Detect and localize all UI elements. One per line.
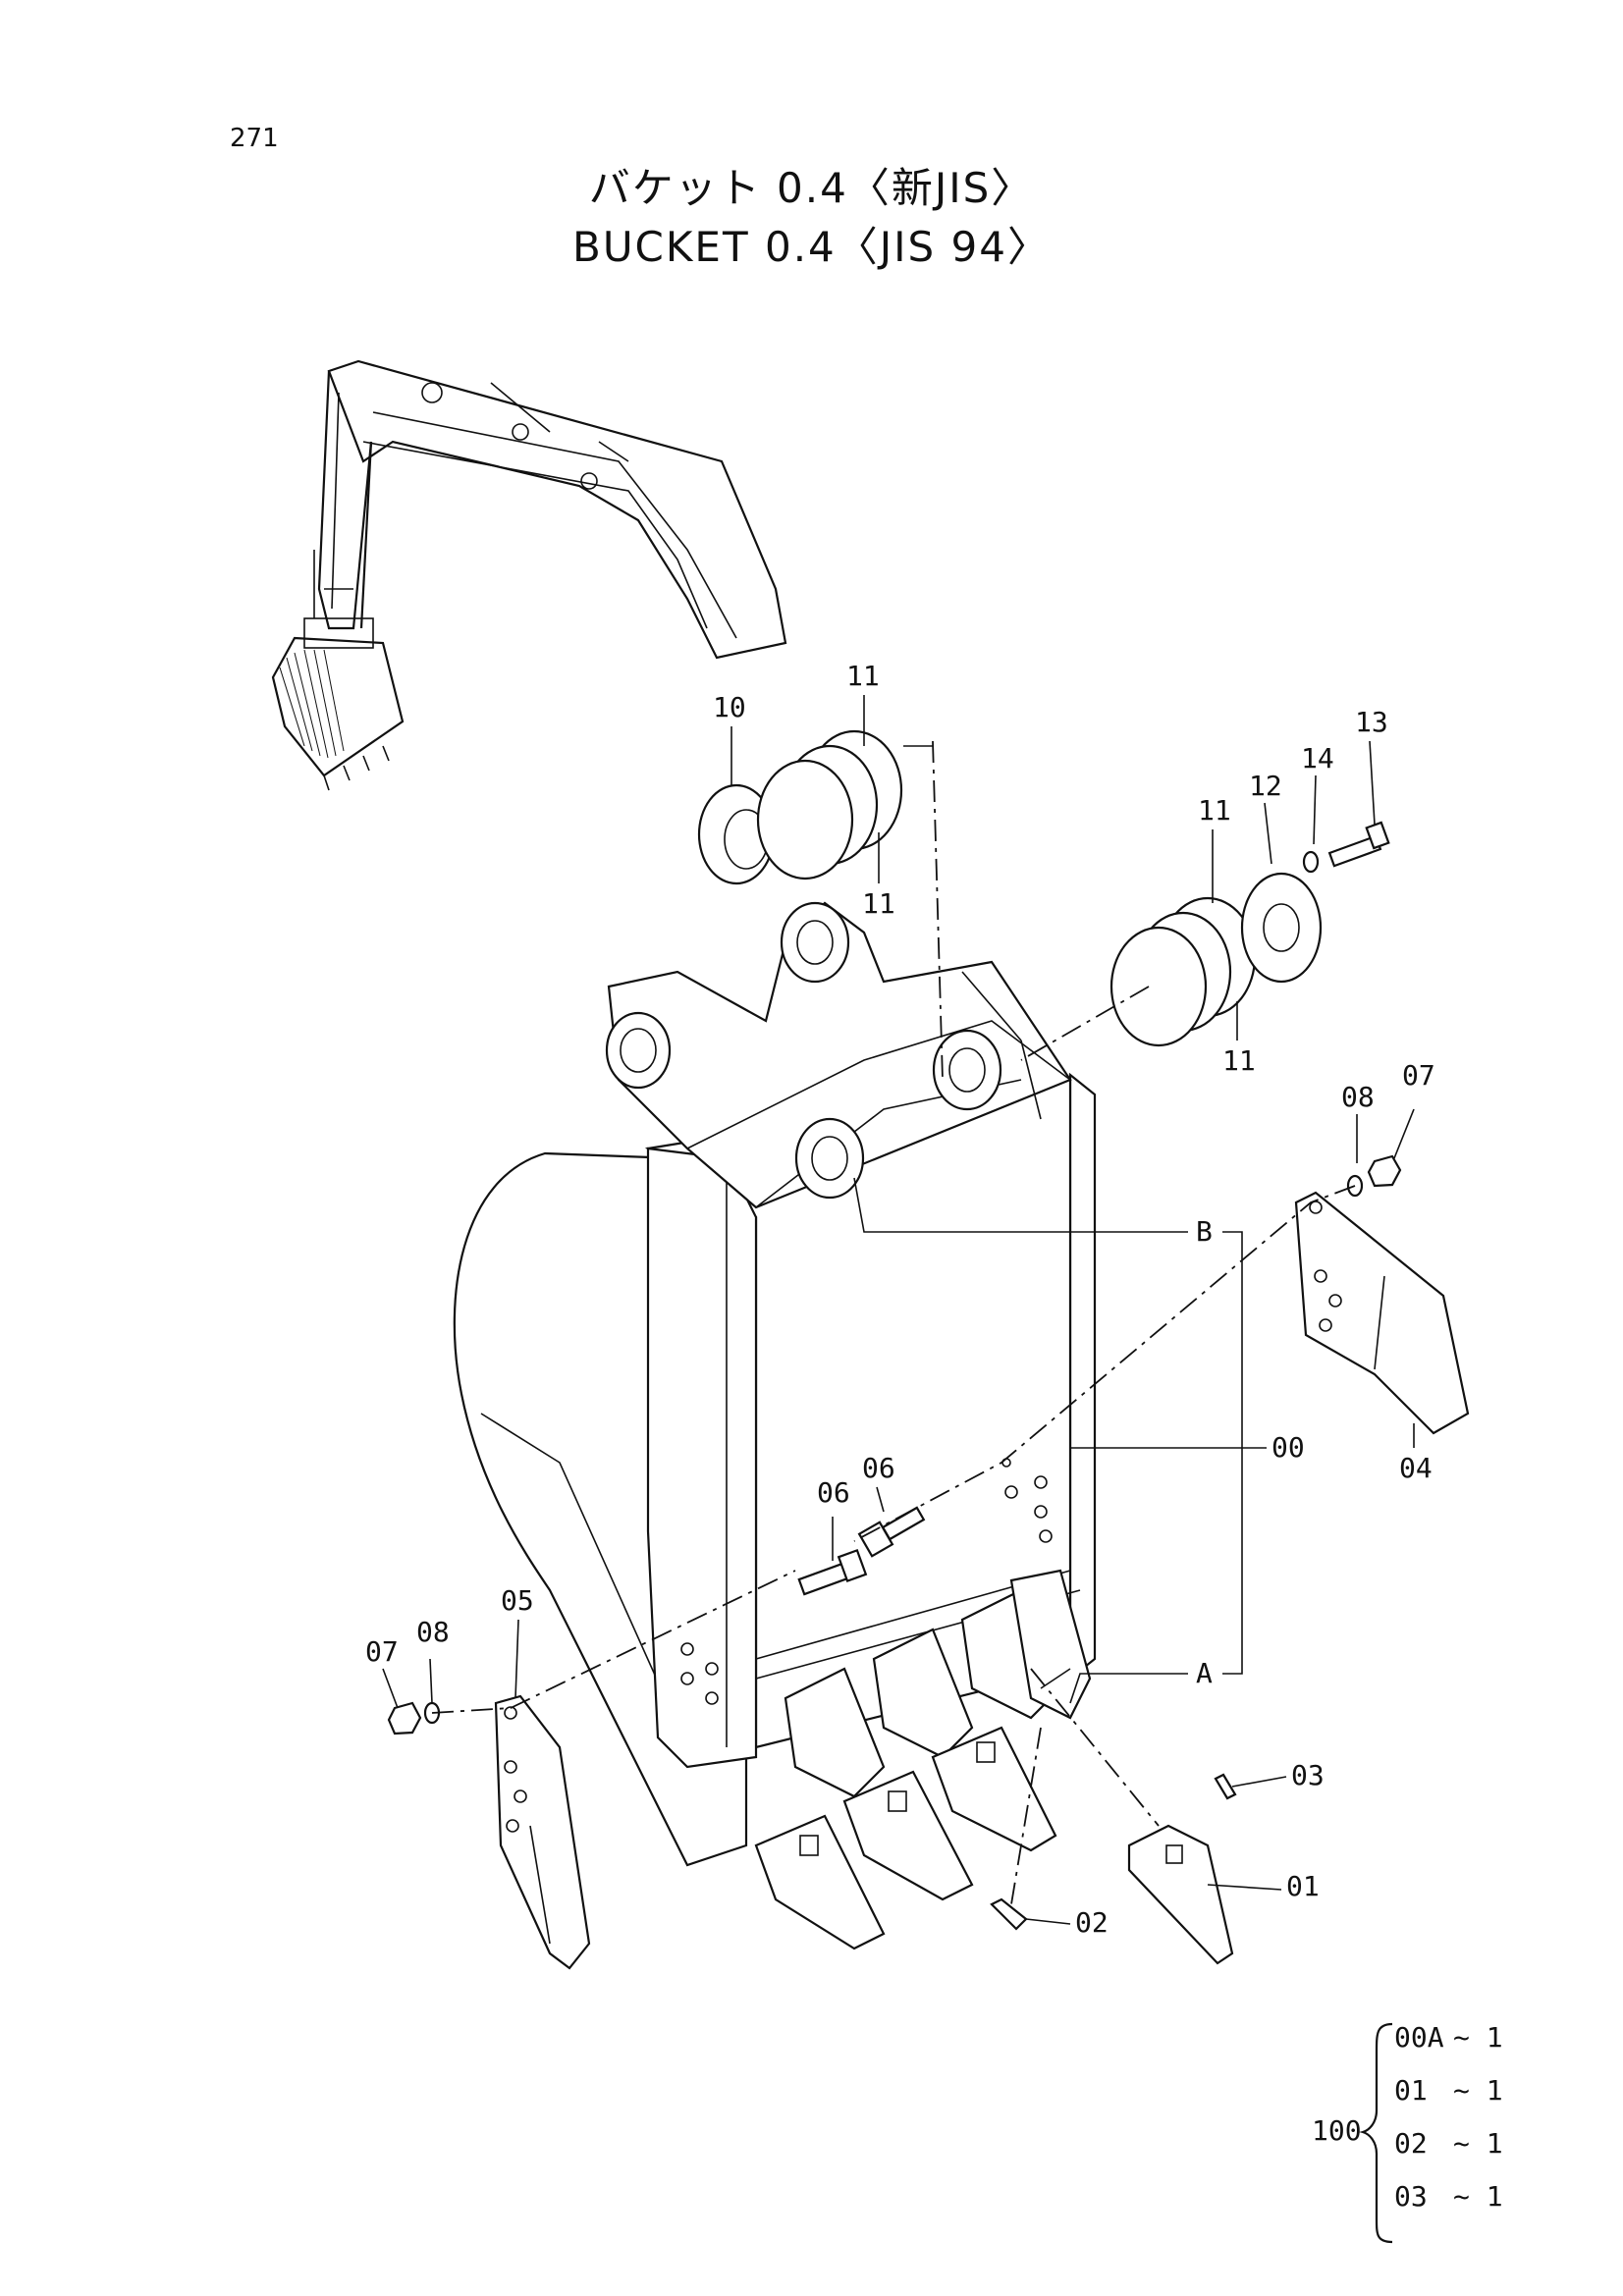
kit-row-1-qty: ~ 1 <box>1453 2021 1503 2054</box>
side-cutter-04 <box>1294 1191 1470 1435</box>
callout-01: 01 <box>1286 1870 1320 1902</box>
kit-label: 100 <box>1312 2114 1362 2147</box>
bolt-13 <box>1327 821 1390 868</box>
excavator-overview-sketch <box>271 359 787 791</box>
side-cutter-05 <box>494 1694 591 1970</box>
callout-05: 05 <box>501 1584 534 1617</box>
bolt-06-left <box>797 1548 868 1596</box>
callout-06-left: 06 <box>817 1476 850 1509</box>
pin-02 <box>990 1897 1028 1931</box>
washer-14 <box>1302 850 1320 874</box>
title-english: BUCKET 0.4〈JIS 94〉 <box>572 223 1051 271</box>
bucket-assembly <box>453 901 1097 1867</box>
assembly-lines <box>431 740 1356 1905</box>
kit-row-2-part: 01 <box>1394 2074 1428 2107</box>
lock-03 <box>1214 1773 1237 1800</box>
callout-08-left: 08 <box>416 1616 450 1648</box>
callout-03: 03 <box>1291 1759 1325 1791</box>
callout-13: 13 <box>1355 706 1388 738</box>
callout-12: 12 <box>1249 770 1282 802</box>
kit-row-3-part: 02 <box>1394 2127 1428 2160</box>
nut-07-right <box>1367 1154 1402 1188</box>
leader-lines <box>382 695 1415 1925</box>
callout-A: A <box>1196 1657 1213 1689</box>
callout-14: 14 <box>1301 742 1334 774</box>
callout-07-right: 07 <box>1402 1059 1435 1092</box>
callout-02: 02 <box>1075 1906 1109 1939</box>
kit-composition: 100 00A ~ 1 01 ~ 1 02 ~ 1 03 ~ 1 <box>1312 2021 1503 2244</box>
callout-11-right-top: 11 <box>1198 794 1231 827</box>
page-number: 271 <box>230 124 279 153</box>
plate-12 <box>1240 872 1323 984</box>
shims-11-lower <box>1109 896 1257 1047</box>
callout-06-right: 06 <box>862 1452 895 1484</box>
tooth-01 <box>1127 1824 1234 1965</box>
callout-11-mid: 11 <box>862 887 895 920</box>
callout-04: 04 <box>1399 1452 1433 1484</box>
callout-11-right-bottom: 11 <box>1222 1044 1256 1077</box>
title-japanese: バケット 0.4〈新JIS〉 <box>588 164 1035 212</box>
callout-08-right: 08 <box>1341 1081 1375 1113</box>
kit-row-1-part: 00A <box>1394 2021 1444 2054</box>
callout-labels: 00 01 02 03 04 05 06 06 07 07 08 08 10 1… <box>365 660 1435 1939</box>
shims-11-upper <box>756 729 903 881</box>
kit-row-4-part: 03 <box>1394 2180 1428 2213</box>
callout-11-top: 11 <box>846 660 880 692</box>
callout-07-left: 07 <box>365 1635 399 1668</box>
kit-row-4-qty: ~ 1 <box>1453 2180 1503 2213</box>
kit-row-2-qty: ~ 1 <box>1453 2074 1503 2107</box>
kit-row-3-qty: ~ 1 <box>1453 2127 1503 2160</box>
callout-B: B <box>1196 1215 1213 1248</box>
callout-10: 10 <box>713 691 746 723</box>
nut-07-left <box>387 1701 422 1735</box>
callout-00: 00 <box>1271 1431 1305 1464</box>
